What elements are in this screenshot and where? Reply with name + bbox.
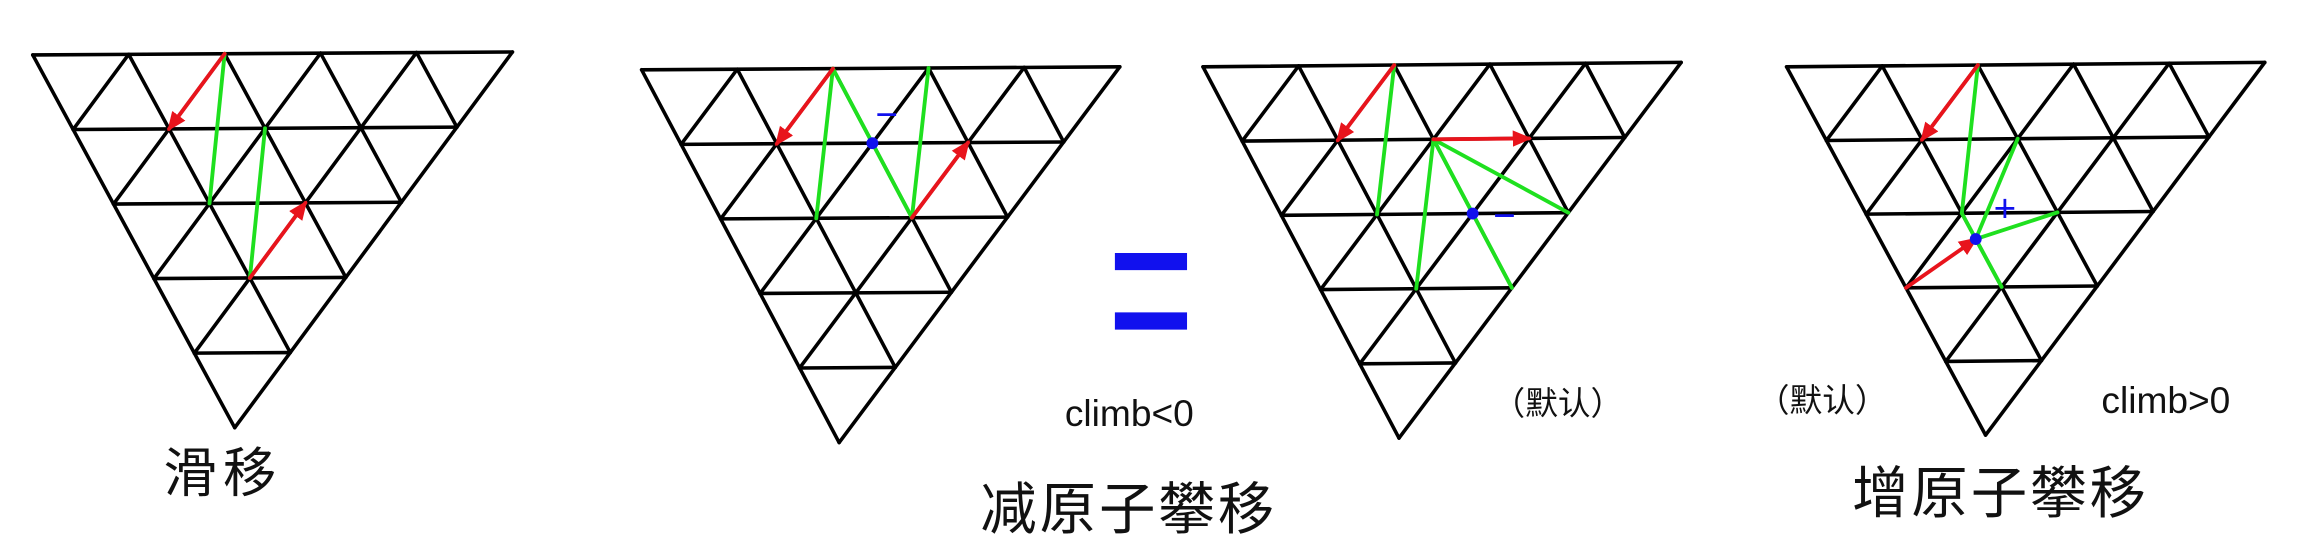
red-arrow bbox=[167, 51, 227, 132]
climb-positive-label: climb>0 bbox=[2101, 379, 2230, 421]
lattice-line bbox=[1784, 65, 1988, 437]
red-arrow bbox=[1920, 63, 1980, 142]
lattice-line bbox=[1318, 62, 1492, 292]
lattice-line bbox=[1022, 65, 1066, 144]
interstitial-climb-caption: 增原子攀移 bbox=[1852, 461, 2149, 526]
lattice-line bbox=[797, 365, 898, 370]
red-arrow bbox=[909, 140, 970, 220]
red-arrow bbox=[1904, 237, 1979, 290]
dislocation-core-dot bbox=[866, 137, 879, 150]
lattice-line bbox=[71, 52, 131, 132]
equals-sign-group: = bbox=[1108, 155, 1195, 420]
overlay-panel-3 bbox=[1335, 63, 1571, 291]
minus-sign: − bbox=[1493, 195, 1516, 238]
lattice-line bbox=[30, 53, 237, 430]
overlay-layer bbox=[167, 51, 2060, 291]
red-arrow bbox=[1431, 130, 1533, 147]
lattice-line bbox=[1976, 63, 2100, 288]
green-line bbox=[1414, 137, 1436, 291]
green-line bbox=[1375, 63, 1397, 217]
lattice-line bbox=[1864, 209, 2155, 216]
green-line bbox=[207, 51, 227, 206]
dislocation-core-dot bbox=[1969, 233, 1982, 245]
lattice-line bbox=[1240, 64, 1301, 143]
green-line bbox=[1973, 210, 2060, 241]
lattice-line bbox=[152, 51, 323, 281]
overlay-panel-2 bbox=[774, 66, 970, 221]
red-arrow bbox=[247, 200, 308, 280]
green-line bbox=[909, 66, 931, 220]
green-line bbox=[1431, 137, 1571, 215]
dislocation-core-dot bbox=[1466, 207, 1479, 220]
green-line bbox=[1973, 237, 2004, 289]
lattice-line bbox=[1824, 64, 1885, 143]
lattice-line bbox=[1201, 60, 1683, 69]
default-note: （默认） bbox=[1493, 384, 1624, 421]
default-note: （默认） bbox=[1757, 381, 1888, 418]
lattice-line bbox=[1201, 65, 1401, 440]
lattice-line bbox=[222, 51, 348, 280]
lattice-triangle-3 bbox=[1201, 60, 1683, 440]
lattice-line bbox=[639, 68, 841, 445]
green-line bbox=[247, 126, 267, 280]
lattice-line bbox=[30, 50, 515, 57]
red-arrow bbox=[1335, 63, 1397, 143]
overlay-panel-1 bbox=[167, 51, 308, 280]
green-line bbox=[814, 66, 835, 221]
lattice-line bbox=[718, 215, 1010, 221]
lattice-line bbox=[414, 50, 459, 129]
lattice-line bbox=[1944, 358, 2044, 364]
lattice-triangle-1 bbox=[30, 50, 515, 430]
lattice-line bbox=[1583, 61, 1627, 140]
equals-sign: = bbox=[1108, 155, 1195, 420]
lattice-line bbox=[1983, 60, 2267, 437]
lattice-line bbox=[1358, 361, 1458, 366]
lattice-line bbox=[2167, 61, 2211, 139]
lattice-line bbox=[679, 67, 740, 147]
vacancy-climb-caption: 减原子攀移 bbox=[980, 478, 1277, 543]
lattice-line bbox=[837, 65, 1122, 445]
green-line bbox=[1973, 136, 2020, 241]
lattice-line bbox=[639, 65, 1122, 72]
lattice-line bbox=[758, 66, 931, 296]
green-line bbox=[1959, 63, 1980, 216]
plus-sign: + bbox=[1994, 187, 2017, 230]
slip-caption: 滑移 bbox=[163, 442, 282, 505]
climb-negative-label: climb<0 bbox=[1065, 392, 1194, 434]
lattice-line bbox=[232, 50, 515, 430]
red-arrow bbox=[774, 66, 835, 147]
lattice-line bbox=[1784, 60, 2267, 69]
lattice-line bbox=[1397, 60, 1683, 440]
overlay-panel-4 bbox=[1904, 63, 2060, 290]
lattice-line bbox=[1904, 62, 2076, 290]
lattice-line bbox=[192, 350, 293, 355]
minus-sign: − bbox=[875, 94, 898, 137]
